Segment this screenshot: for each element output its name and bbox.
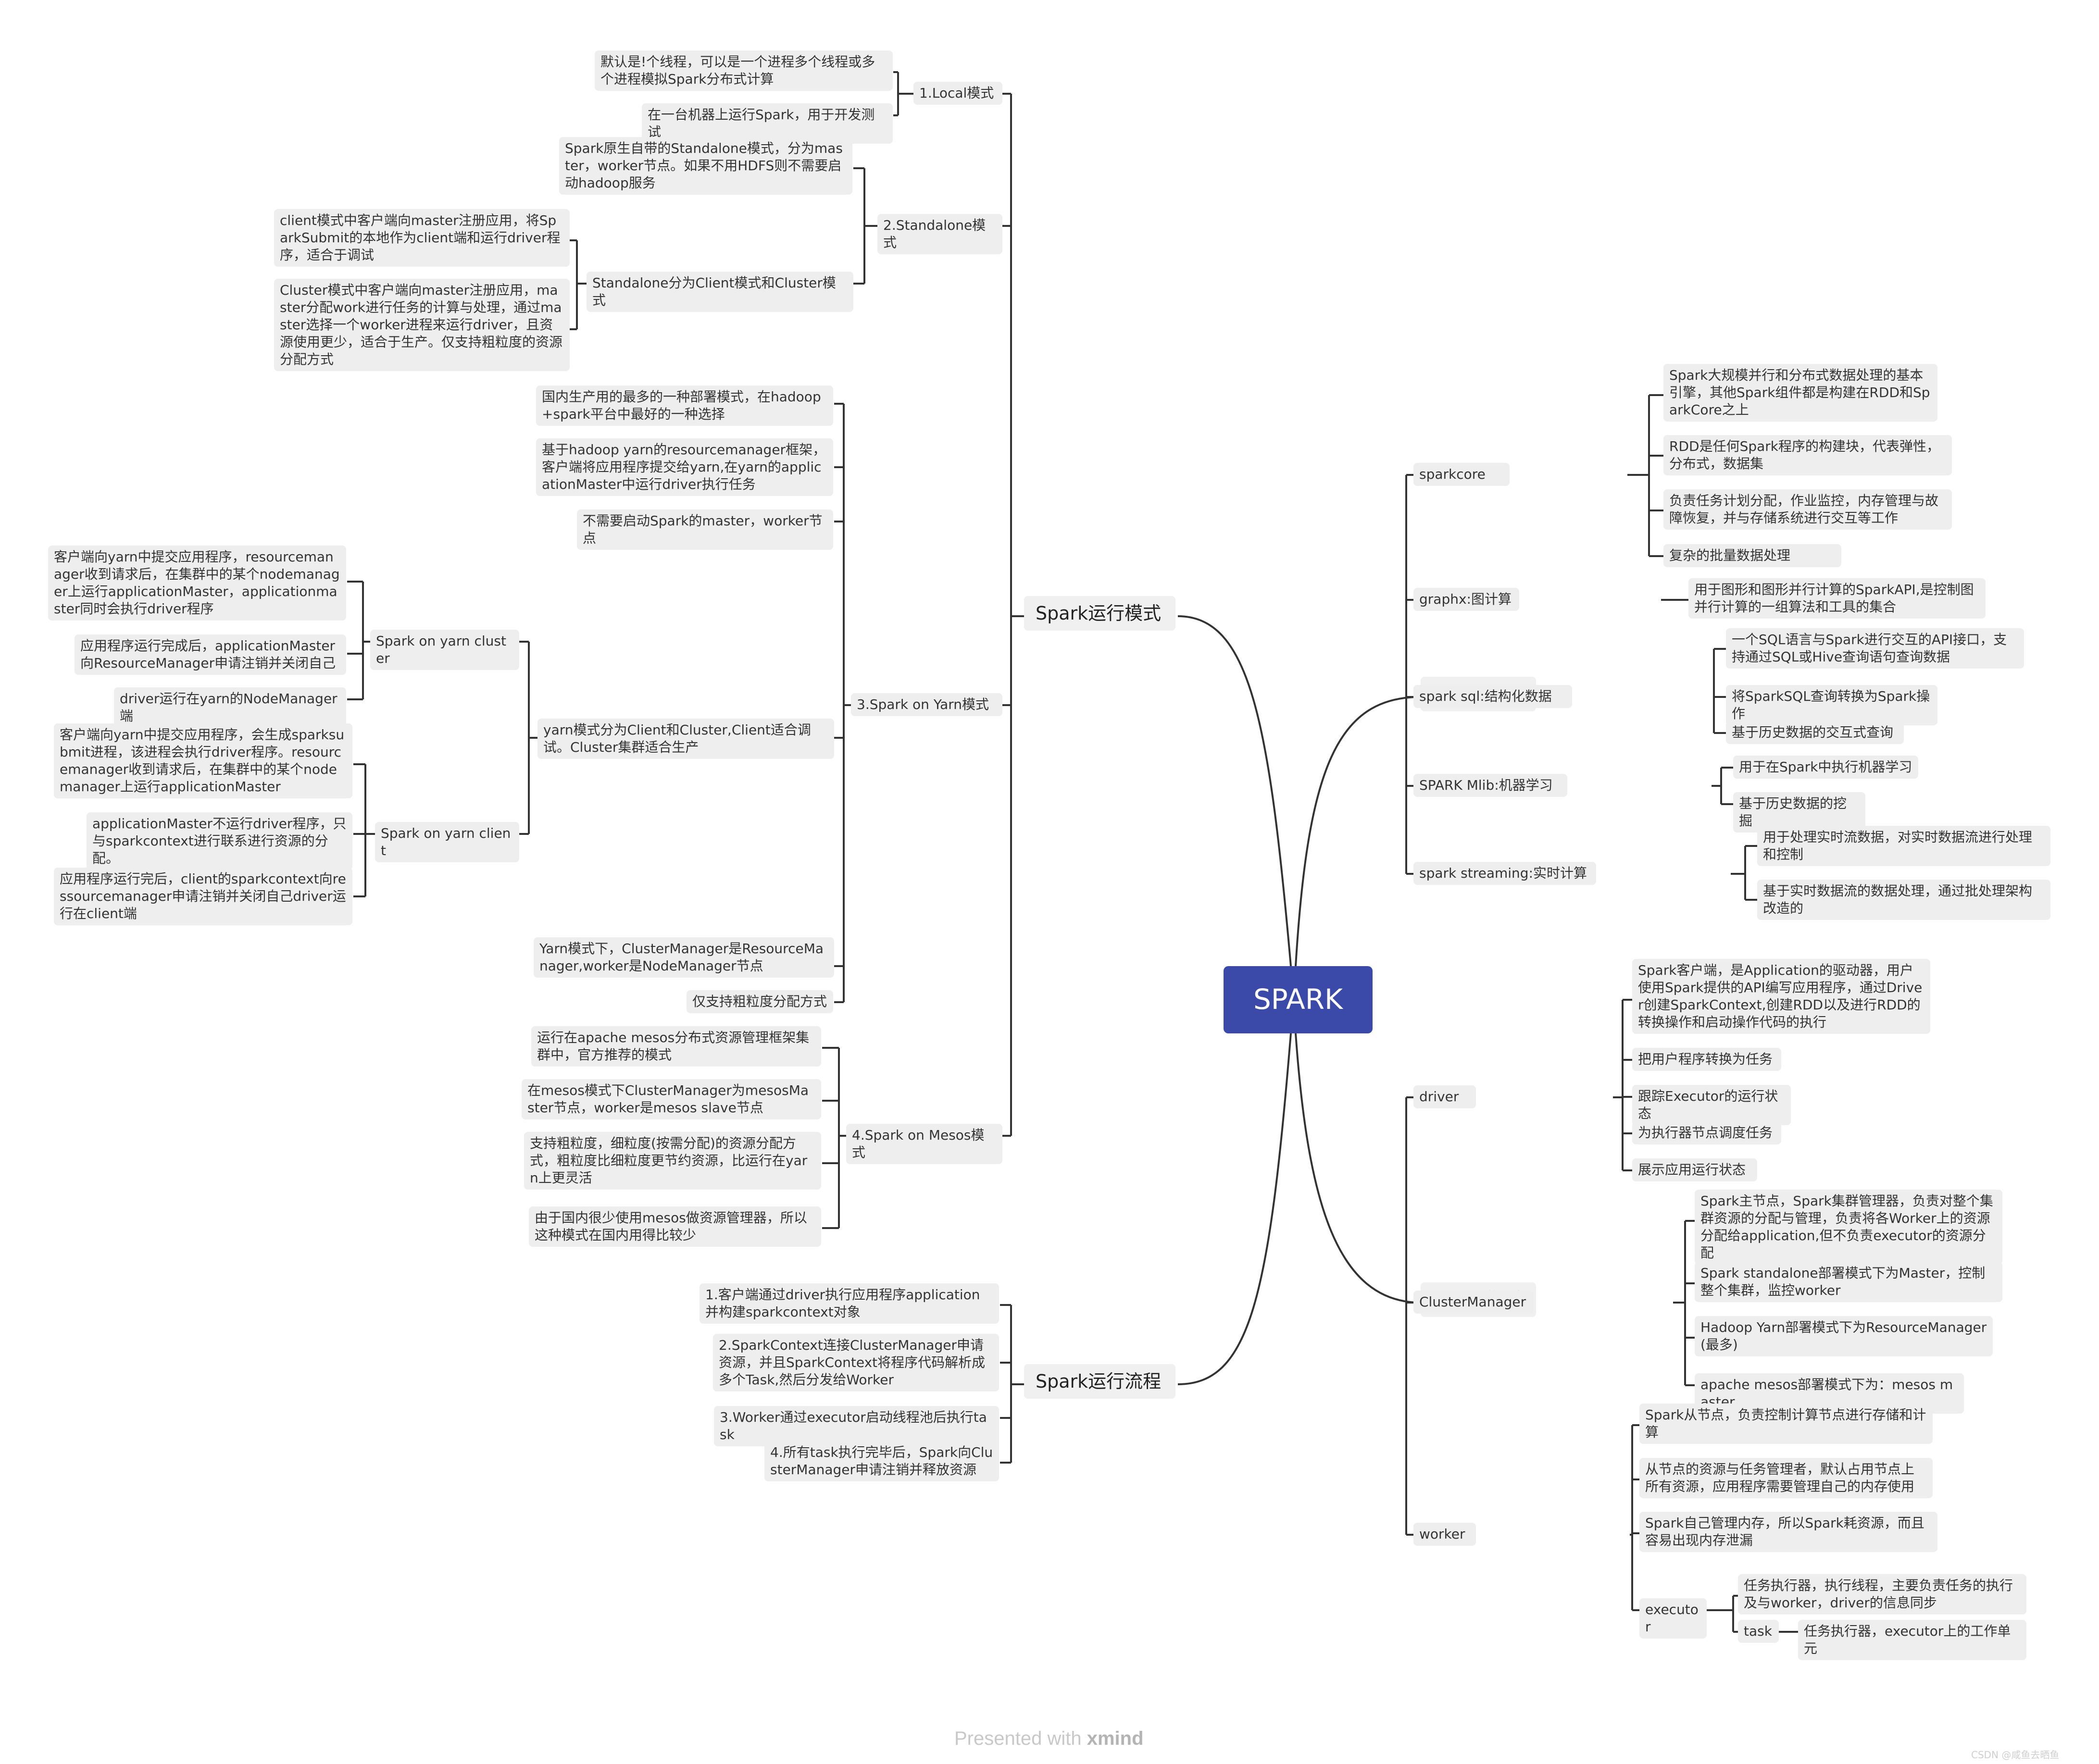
yarn-item[interactable]: 不需要启动Spark的master，worker节点 — [577, 509, 833, 550]
task-item[interactable]: 任务执行器，executor上的工作单元 — [1798, 1620, 2026, 1660]
yarn-cluster-item[interactable]: driver运行在yarn的NodeManager端 — [114, 687, 346, 728]
yarn-cluster[interactable]: Spark on yarn cluster — [370, 630, 519, 670]
worker-item[interactable]: Spark从节点，负责控制计算节点进行存储和计算 — [1639, 1404, 1933, 1444]
yarn-mode-split[interactable]: yarn模式分为Client和Cluster,Client适合调试。Cluste… — [537, 719, 834, 759]
mode-mesos[interactable]: 4.Spark on Mesos模式 — [846, 1124, 1002, 1164]
xmind-logo-text: xmind — [1087, 1728, 1144, 1749]
sparkcore-item[interactable]: RDD是任何Spark程序的构建块，代表弹性，分布式，数据集 — [1663, 435, 1952, 475]
yarn-cluster-item[interactable]: 应用程序运行完成后，applicationMaster向ResourceMana… — [75, 634, 346, 675]
component-mlib[interactable]: SPARK Mlib:机器学习 — [1413, 774, 1567, 797]
worker-executor[interactable]: executor — [1639, 1598, 1707, 1639]
mesos-item[interactable]: 运行在apache mesos分布式资源管理框架集群中，官方推荐的模式 — [531, 1026, 821, 1067]
executor-task[interactable]: task — [1738, 1620, 1779, 1643]
manager-item[interactable]: Spark standalone部署模式下为Master，控制整个集群，监控wo… — [1695, 1262, 2002, 1302]
component-sparkcore[interactable]: sparkcore — [1413, 463, 1510, 486]
cluster-manager[interactable]: ClusterManager — [1413, 1291, 1534, 1314]
sql-item[interactable]: 将SparkSQL查询转换为Spark操作 — [1726, 685, 1937, 725]
worker-item[interactable]: Spark自己管理内存，所以Spark耗资源，而且容易出现内存泄漏 — [1639, 1512, 1937, 1552]
standalone-item[interactable]: Spark原生自带的Standalone模式，分为master，worker节点… — [559, 137, 852, 195]
component-streaming[interactable]: spark streaming:实时计算 — [1413, 862, 1596, 885]
component-spark-sql[interactable]: spark sql:结构化数据 — [1413, 685, 1572, 708]
worker-item[interactable]: 从节点的资源与任务管理者，默认占用节点上所有资源，应用程序需要管理自己的内存使用 — [1639, 1458, 1933, 1498]
yarn-cluster-item[interactable]: 客户端向yarn中提交应用程序，resourcemanager收到请求后，在集群… — [48, 546, 346, 621]
component-graphx[interactable]: graphx:图计算 — [1413, 588, 1519, 611]
driver-item[interactable]: 跟踪Executor的运行状态 — [1632, 1085, 1791, 1125]
flow-step[interactable]: 1.客户端通过driver执行应用程序application并构建sparkco… — [700, 1283, 999, 1324]
yarn-item[interactable]: 国内生产用的最多的一种部署模式，在hadoop+spark平台中最好的一种选择 — [536, 385, 833, 426]
yarn-item[interactable]: Yarn模式下，ClusterManager是ResourceManager,w… — [534, 937, 834, 978]
sparkcore-item[interactable]: 复杂的批量数据处理 — [1663, 544, 1841, 567]
flow-step[interactable]: 3.Worker通过executor启动线程池后执行task — [714, 1406, 999, 1446]
sql-item[interactable]: 基于历史数据的交互式查询 — [1726, 721, 1904, 744]
standalone-client-item[interactable]: client模式中客户端向master注册应用，将SparkSubmit的本地作… — [274, 209, 570, 267]
flow-step[interactable]: 2.SparkContext连接ClusterManager申请资源，并且Spa… — [713, 1334, 999, 1391]
driver-item[interactable]: Spark客户端，是Application的驱动器，用户使用Spark提供的AP… — [1632, 959, 1930, 1034]
branch-run-flow[interactable]: Spark运行流程 — [1024, 1364, 1175, 1399]
yarn-item[interactable]: 仅支持粗粒度分配方式 — [687, 990, 833, 1013]
manager-item[interactable]: Spark主节点，Spark集群管理器，负责对整个集群资源的分配与管理，负责将各… — [1695, 1190, 2002, 1265]
footer-prefix: Presented with — [954, 1728, 1087, 1749]
mode-standalone[interactable]: 2.Standalone模式 — [877, 214, 1002, 254]
graphx-item[interactable]: 用于图形和图形并行计算的SparkAPI,是控制图并行计算的一组算法和工具的集合 — [1688, 578, 1986, 619]
mode-yarn[interactable]: 3.Spark on Yarn模式 — [851, 693, 1002, 716]
mlib-item[interactable]: 用于在Spark中执行机器学习 — [1733, 756, 1918, 779]
yarn-client-item[interactable]: 客户端向yarn中提交应用程序，会生成sparksubmit进程，该进程会执行d… — [54, 723, 352, 798]
cluster-worker[interactable]: worker — [1413, 1523, 1476, 1546]
streaming-item[interactable]: 基于实时数据流的数据处理，通过批处理架构改造的 — [1757, 880, 2050, 920]
manager-item[interactable]: Hadoop Yarn部署模式下为ResourceManager(最多) — [1695, 1316, 1993, 1356]
yarn-client[interactable]: Spark on yarn client — [375, 822, 519, 862]
standalone-cluster-item[interactable]: Cluster模式中客户端向master注册应用，master分配work进行任… — [274, 279, 570, 371]
branch-run-mode[interactable]: Spark运行模式 — [1024, 596, 1175, 631]
executor-item[interactable]: 任务执行器，执行线程，主要负责任务的执行及与worker，driver的信息同步 — [1738, 1574, 2026, 1615]
mesos-item[interactable]: 由于国内很少使用mesos做资源管理器，所以这种模式在国内用得比较少 — [529, 1206, 821, 1247]
flow-step[interactable]: 4.所有task执行完毕后，Spark向ClusterManager申请注销并释… — [764, 1441, 999, 1481]
sparkcore-item[interactable]: 负责任务计划分配，作业监控，内存管理与故障恢复，并与存储系统进行交互等工作 — [1663, 489, 1952, 530]
driver-item[interactable]: 把用户程序转换为任务 — [1632, 1048, 1781, 1071]
streaming-item[interactable]: 用于处理实时流数据，对实时数据流进行处理和控制 — [1757, 826, 2050, 866]
local-item[interactable]: 默认是!个线程，可以是一个进程多个线程或多个进程模拟Spark分布式计算 — [595, 50, 893, 91]
standalone-submode[interactable]: Standalone分为Client模式和Cluster模式 — [587, 272, 853, 312]
cluster-driver[interactable]: driver — [1413, 1085, 1476, 1108]
driver-item[interactable]: 为执行器节点调度任务 — [1632, 1121, 1781, 1144]
yarn-client-item[interactable]: 应用程序运行完后，client的sparkcontext向ressourcema… — [54, 868, 352, 925]
driver-item[interactable]: 展示应用运行状态 — [1632, 1158, 1757, 1181]
yarn-item[interactable]: 基于hadoop yarn的resourcemanager框架，客户端将应用程序… — [536, 438, 833, 496]
csdn-watermark: CSDN @咸鱼去晒鱼 — [1971, 1749, 2060, 1761]
sparkcore-item[interactable]: Spark大规模并行和分布式数据处理的基本引擎，其他Spark组件都是构建在RD… — [1663, 364, 1937, 422]
yarn-client-item[interactable]: applicationMaster不运行driver程序，只与sparkcont… — [87, 812, 352, 870]
mode-local[interactable]: 1.Local模式 — [913, 82, 1002, 105]
presented-with-footer: Presented with xmind — [954, 1728, 1144, 1750]
mesos-item[interactable]: 支持粗粒度，细粒度(按需分配)的资源分配方式，粗粒度比细粒度更节约资源，比运行在… — [524, 1132, 821, 1190]
sql-item[interactable]: 一个SQL语言与Spark进行交互的API接口，支持通过SQL或Hive查询语句… — [1726, 628, 2024, 669]
central-topic[interactable]: SPARK — [1224, 966, 1373, 1033]
mesos-item[interactable]: 在mesos模式下ClusterManager为mesosMaster节点，wo… — [522, 1079, 821, 1119]
